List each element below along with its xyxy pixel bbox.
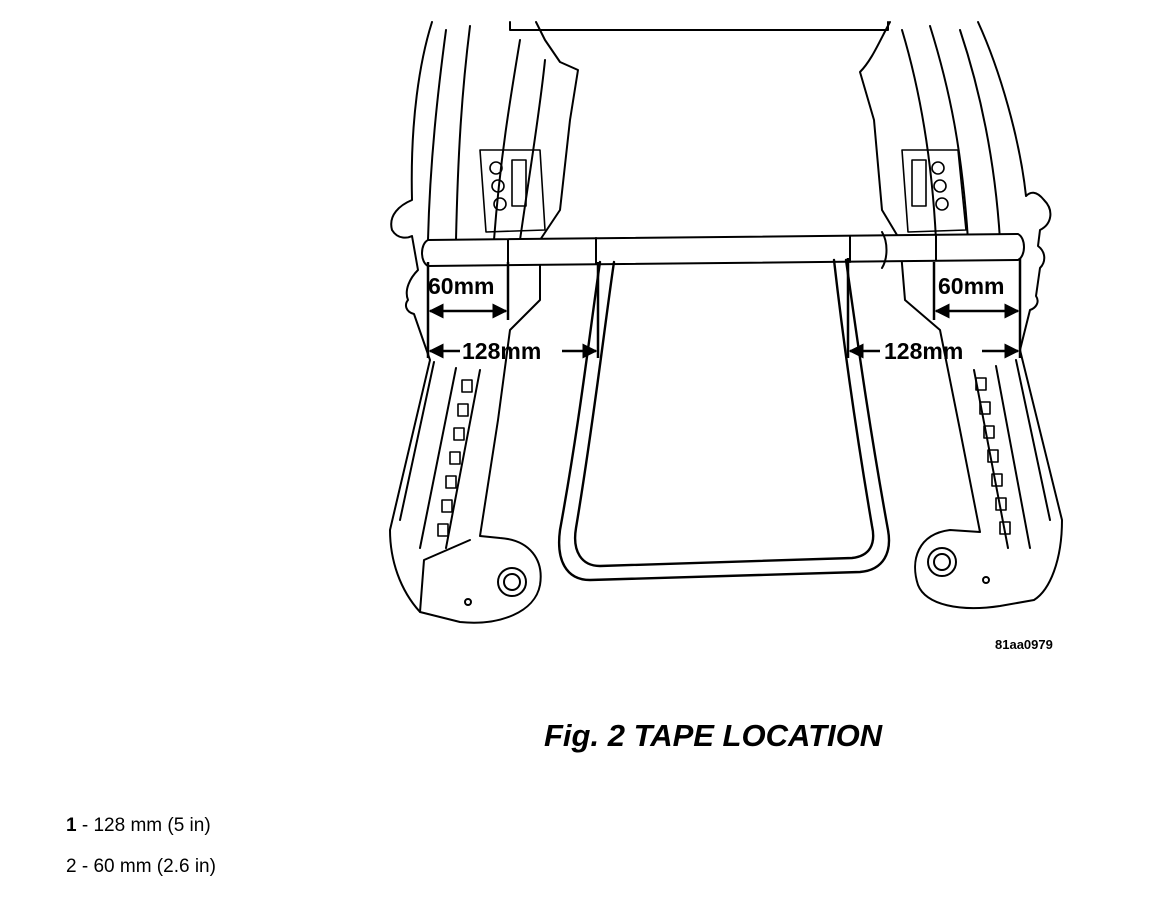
wire-loop <box>557 258 891 582</box>
legend-text: - 60 mm (2.6 in) <box>76 856 216 877</box>
figure-caption: Fig. 2 TAPE LOCATION <box>544 718 883 753</box>
legend-text: - 128 mm (5 in) <box>76 815 211 836</box>
legend-item-1: 1 - 128 mm (5 in) <box>66 815 211 837</box>
right-track-slots <box>975 377 1011 535</box>
right-latch-mechanism <box>901 149 967 233</box>
legend-item-2: 2 - 60 mm (2.6 in) <box>66 856 216 878</box>
right-60mm-label: 60mm <box>938 273 1004 299</box>
left-128mm-label: 128mm <box>462 338 541 364</box>
legend-number: 2 <box>66 856 77 877</box>
legend-number: 1 <box>66 815 77 836</box>
left-60mm-label: 60mm <box>428 273 494 299</box>
left-latch-mechanism <box>479 149 546 233</box>
figure-id-code: 81aa0979 <box>995 637 1053 652</box>
left-track-slots <box>437 379 473 537</box>
top-frame-rail <box>509 21 889 31</box>
dimension-lines <box>426 258 1022 359</box>
right-seat-track <box>859 21 1063 610</box>
left-seat-track <box>389 21 579 624</box>
cross-tube <box>421 231 1025 269</box>
right-128mm-label: 128mm <box>884 338 963 364</box>
seat-frame-illustration: 60mm 128mm 60mm 128mm <box>389 21 1063 624</box>
